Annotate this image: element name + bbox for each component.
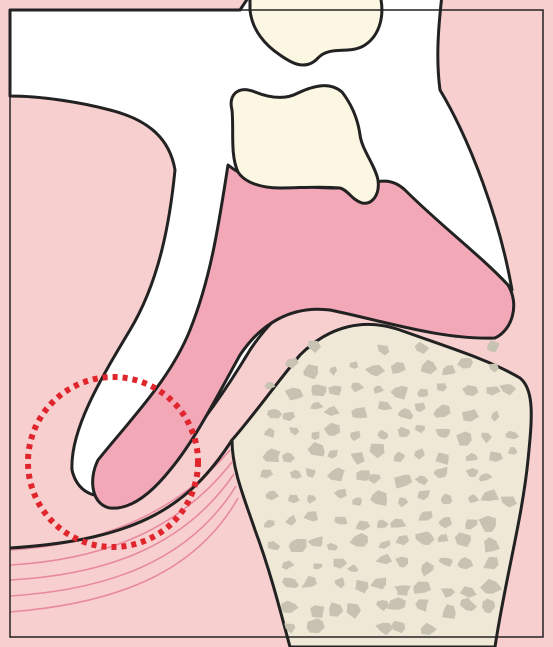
trabecula — [310, 605, 324, 618]
